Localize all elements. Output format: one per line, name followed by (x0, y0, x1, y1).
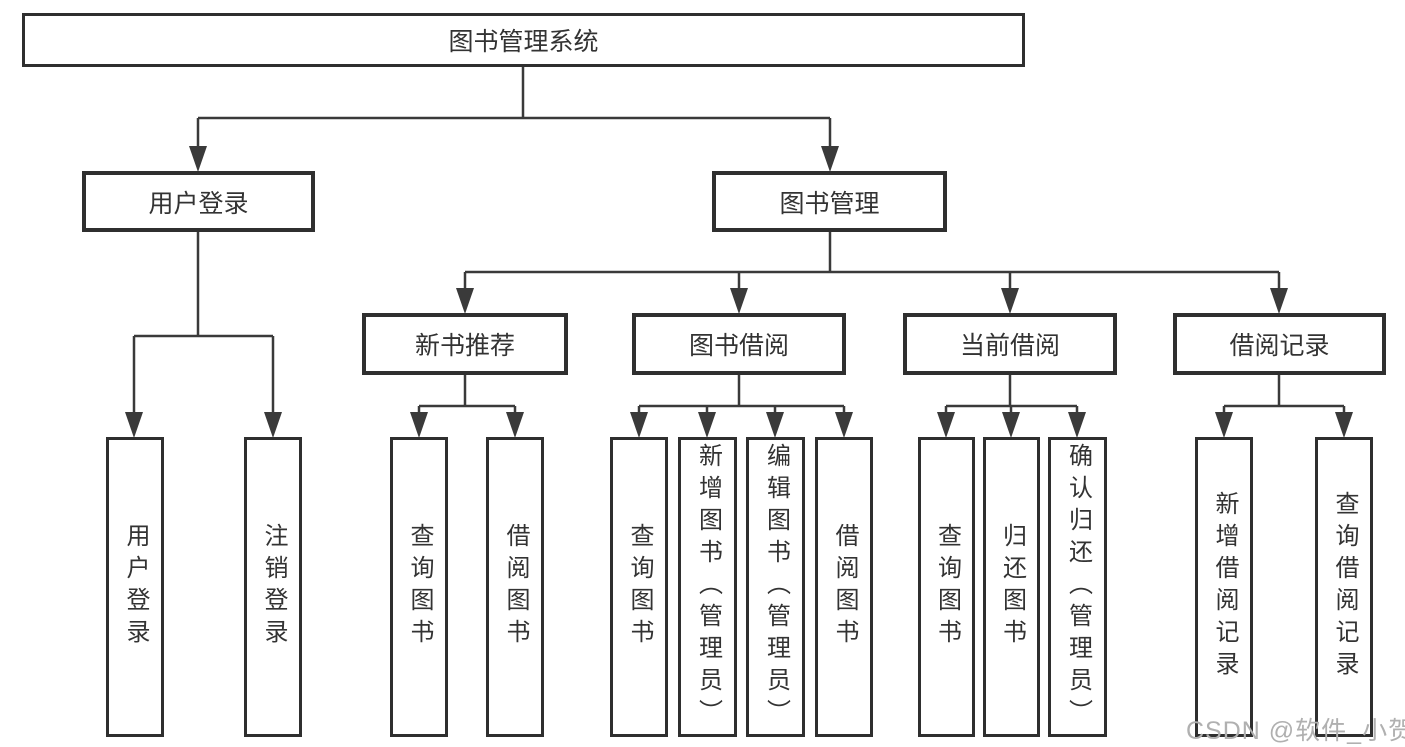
node-current-borrow: 当前借阅 (903, 313, 1117, 375)
leaf-query-books-3: 查询图书 (918, 437, 975, 737)
leaf-confirm-return-admin: 确认归还（管理员） (1048, 437, 1107, 737)
node-book-management: 图书管理 (712, 171, 947, 232)
leaf-borrow-books-1: 借阅图书 (486, 437, 544, 737)
leaf-borrow-books-2: 借阅图书 (815, 437, 873, 737)
node-book-borrow: 图书借阅 (632, 313, 846, 375)
node-user-login: 用户登录 (82, 171, 315, 232)
leaf-edit-book-admin: 编辑图书（管理员） (746, 437, 805, 737)
leaf-user-login: 用户登录 (106, 437, 164, 737)
node-new-book-recommend: 新书推荐 (362, 313, 568, 375)
leaf-query-books-2: 查询图书 (610, 437, 668, 737)
leaf-logout: 注销登录 (244, 437, 302, 737)
leaf-query-borrow-record: 查询借阅记录 (1315, 437, 1373, 737)
leaf-query-books-1: 查询图书 (390, 437, 448, 737)
leaf-add-book-admin: 新增图书（管理员） (678, 437, 737, 737)
leaf-return-books: 归还图书 (983, 437, 1040, 737)
node-root: 图书管理系统 (22, 13, 1025, 67)
csdn-watermark: CSDN @软件_小贺同学 (1186, 717, 1405, 745)
leaf-add-borrow-record: 新增借阅记录 (1195, 437, 1253, 737)
node-borrow-records: 借阅记录 (1173, 313, 1386, 375)
